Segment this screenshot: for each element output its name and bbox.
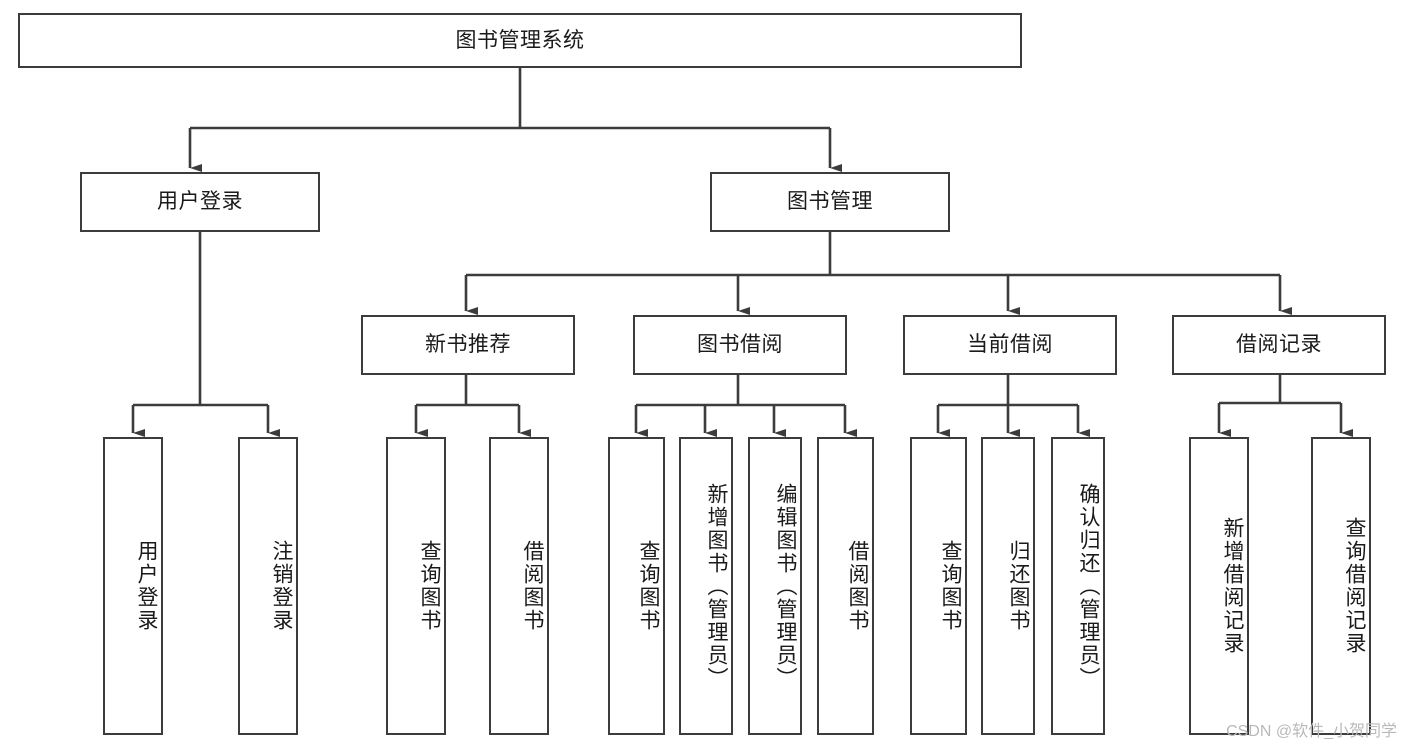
node-leaf-confirm-return-label: 确认归还（管理员） <box>1077 482 1100 690</box>
node-leaf-borrow-book-1-label: 借阅图书 <box>521 540 544 632</box>
node-leaf-query-book-3-label: 查询图书 <box>939 540 962 632</box>
node-leaf-logout-login[interactable]: 注销登录 <box>238 437 298 735</box>
node-leaf-return-book[interactable]: 归还图书 <box>981 437 1035 735</box>
node-current-borrow[interactable]: 当前借阅 <box>903 315 1117 375</box>
node-leaf-query-record[interactable]: 查询借阅记录 <box>1311 437 1371 735</box>
node-leaf-query-record-label: 查询借阅记录 <box>1343 517 1366 655</box>
node-leaf-return-book-label: 归还图书 <box>1007 540 1030 632</box>
node-leaf-query-book-2[interactable]: 查询图书 <box>608 437 665 735</box>
node-leaf-add-record-label: 新增借阅记录 <box>1221 517 1244 655</box>
node-book-borrow[interactable]: 图书借阅 <box>633 315 847 375</box>
node-leaf-user-login-label: 用户登录 <box>135 540 158 632</box>
node-new-book-rec-label: 新书推荐 <box>425 333 511 357</box>
node-book-borrow-label: 图书借阅 <box>697 333 783 357</box>
node-leaf-query-book-2-label: 查询图书 <box>637 540 660 632</box>
node-leaf-edit-book-label: 编辑图书（管理员） <box>774 482 797 690</box>
node-leaf-confirm-return[interactable]: 确认归还（管理员） <box>1051 437 1105 735</box>
node-book-manage[interactable]: 图书管理 <box>710 172 950 232</box>
node-leaf-add-book-label: 新增图书（管理员） <box>705 482 728 690</box>
node-leaf-borrow-book-1[interactable]: 借阅图书 <box>489 437 549 735</box>
node-leaf-borrow-book-2[interactable]: 借阅图书 <box>817 437 874 735</box>
node-leaf-query-book-1-label: 查询图书 <box>418 540 441 632</box>
node-book-manage-label: 图书管理 <box>787 190 873 214</box>
node-leaf-query-book-3[interactable]: 查询图书 <box>910 437 967 735</box>
node-leaf-add-record[interactable]: 新增借阅记录 <box>1189 437 1249 735</box>
node-leaf-query-book-1[interactable]: 查询图书 <box>386 437 446 735</box>
node-leaf-add-book[interactable]: 新增图书（管理员） <box>679 437 733 735</box>
node-root-label: 图书管理系统 <box>455 28 585 52</box>
node-borrow-record-label: 借阅记录 <box>1236 333 1322 357</box>
node-user-login[interactable]: 用户登录 <box>80 172 320 232</box>
node-leaf-user-login[interactable]: 用户登录 <box>103 437 163 735</box>
node-leaf-borrow-book-2-label: 借阅图书 <box>846 540 869 632</box>
node-new-book-rec[interactable]: 新书推荐 <box>361 315 575 375</box>
node-leaf-edit-book[interactable]: 编辑图书（管理员） <box>748 437 802 735</box>
watermark: CSDN @软件_小贺同学 <box>1226 723 1397 740</box>
node-current-borrow-label: 当前借阅 <box>967 333 1053 357</box>
node-user-login-label: 用户登录 <box>157 190 243 214</box>
node-leaf-logout-login-label: 注销登录 <box>270 540 293 632</box>
node-borrow-record[interactable]: 借阅记录 <box>1172 315 1386 375</box>
node-root[interactable]: 图书管理系统 <box>18 13 1022 68</box>
